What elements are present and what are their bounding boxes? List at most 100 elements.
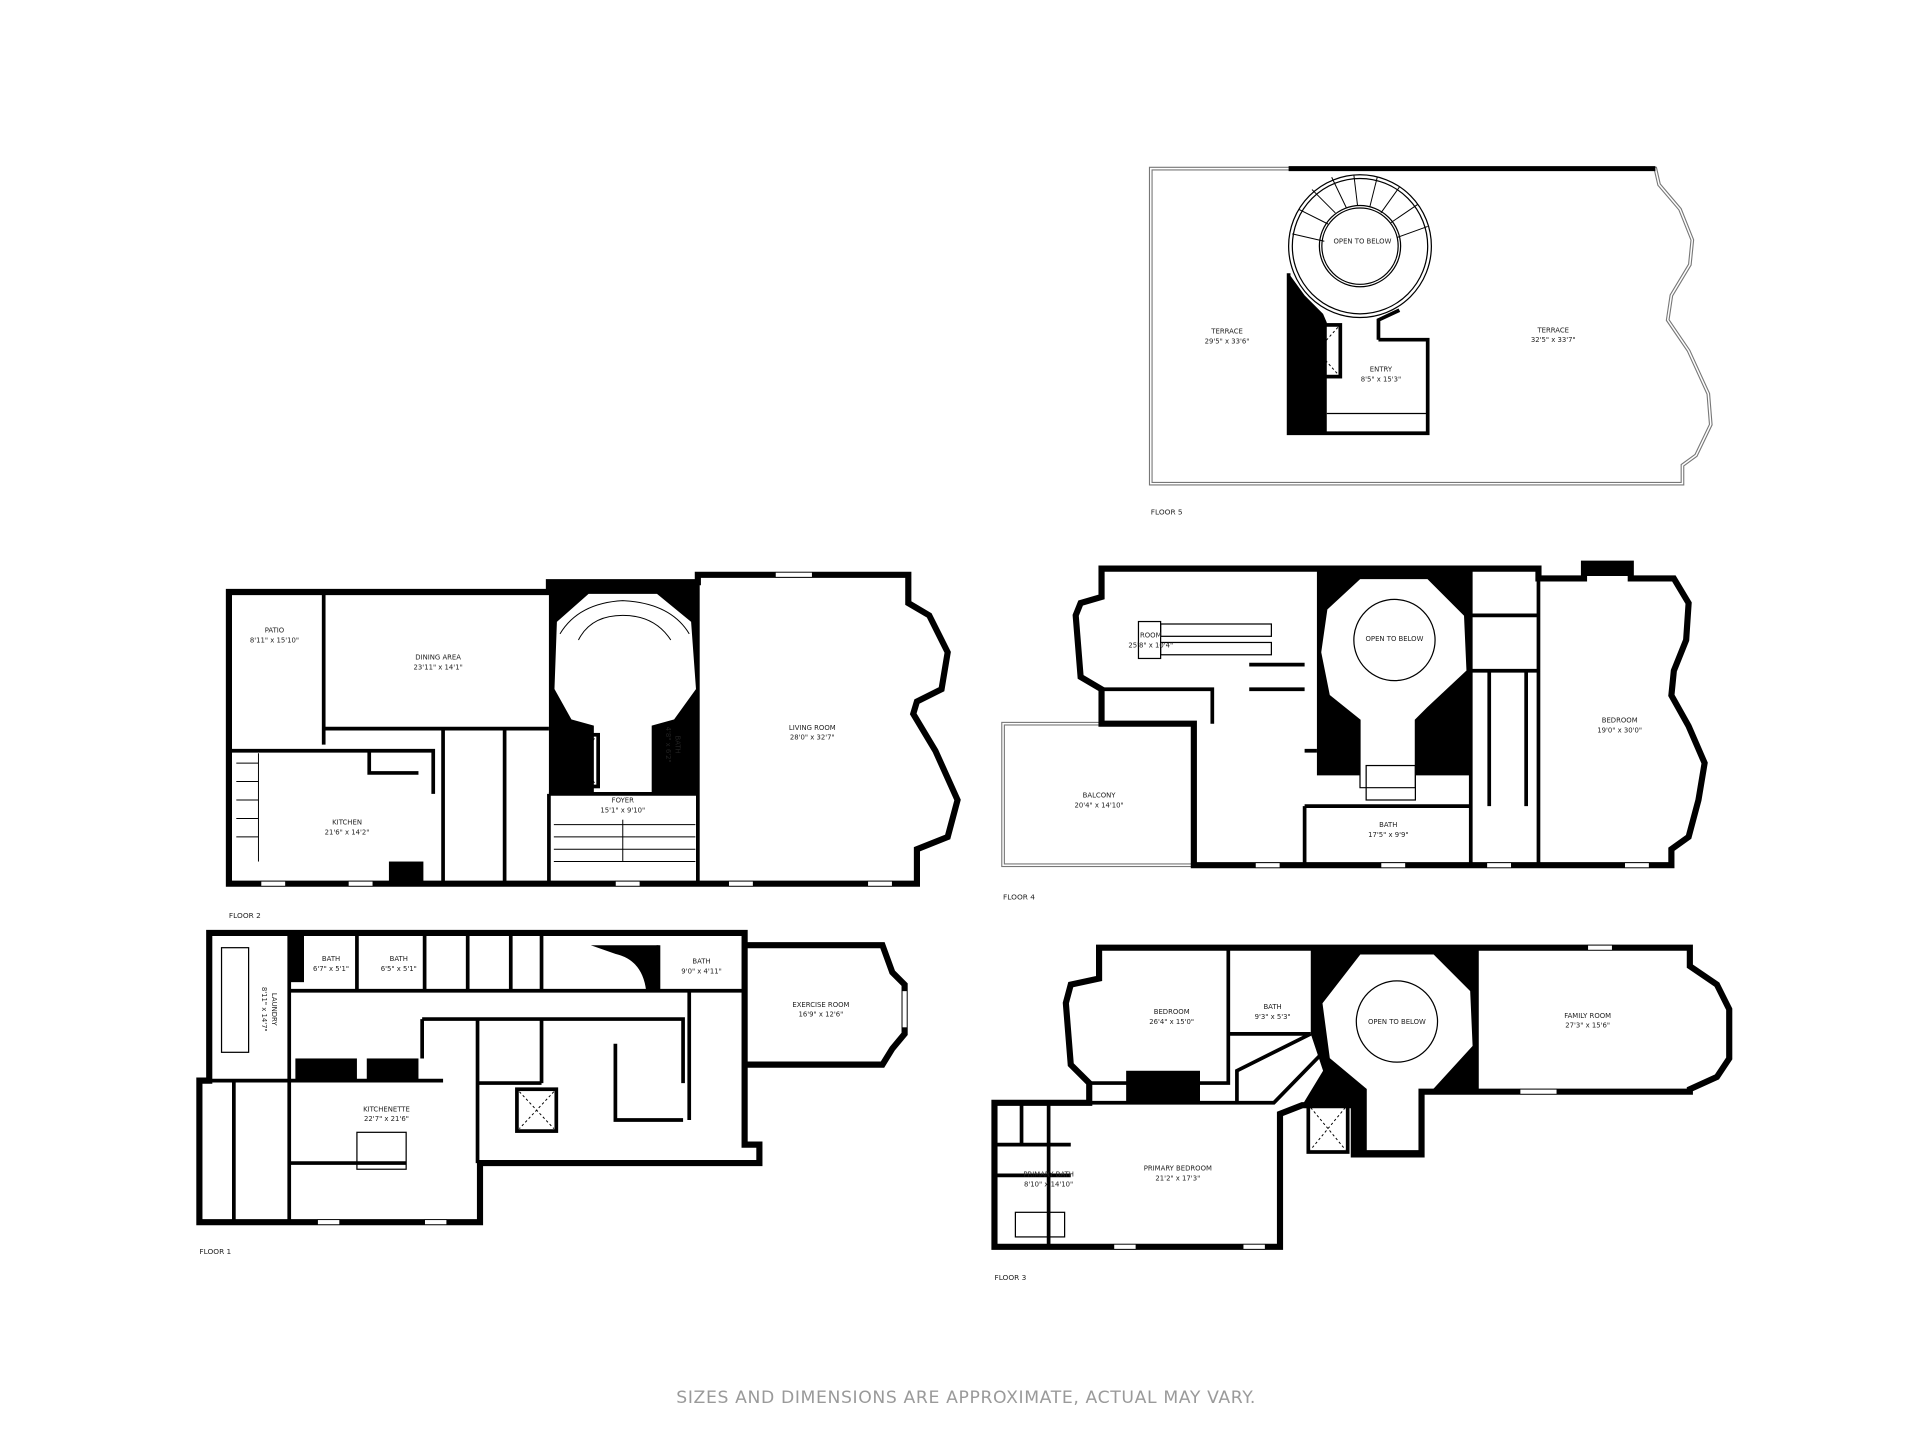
svg-text:22'7" x 21'6": 22'7" x 21'6"	[364, 1115, 409, 1123]
room-label: BATH 9'3" x 5'3"	[1255, 1003, 1291, 1021]
windows	[1255, 862, 1650, 869]
open-to-below-void	[1318, 204, 1402, 288]
elevator	[515, 1087, 559, 1133]
svg-text:25'8" x 10'4": 25'8" x 10'4"	[1128, 641, 1173, 649]
floor-label: FLOOR 2	[229, 911, 261, 920]
svg-text:23'11" x 14'1": 23'11" x 14'1"	[414, 664, 463, 672]
svg-text:9'0" x 4'11": 9'0" x 4'11"	[681, 968, 721, 976]
svg-text:PATIO: PATIO	[265, 627, 285, 635]
svg-text:19'0" x 30'0": 19'0" x 30'0"	[1597, 726, 1642, 734]
room-label: DINING AREA 23'11" x 14'1"	[414, 654, 463, 672]
open-to-below-void	[1355, 980, 1439, 1063]
room-label: FOYER 15'1" x 9'10"	[600, 796, 645, 814]
svg-text:28'0" x 32'7": 28'0" x 32'7"	[790, 734, 835, 742]
room-label: BATH 6'5" x 5'1"	[381, 955, 417, 973]
exterior-stair	[236, 753, 259, 862]
floor-5-plan: TERRACE 29'5" x 33'6" OPEN TO BELOW ENTR…	[1148, 166, 1713, 516]
room-label: EXERCISE ROOM 16'9" x 12'6"	[792, 1001, 849, 1019]
room-label: LIVING ROOM 28'0" x 32'7"	[789, 724, 836, 742]
svg-text:TERRACE: TERRACE	[1210, 328, 1243, 336]
svg-text:BALCONY: BALCONY	[1083, 792, 1117, 800]
room-label: TERRACE 32'5" x 33'7"	[1531, 326, 1576, 344]
room-label: OPEN TO BELOW	[1334, 238, 1392, 246]
open-to-below-void	[1353, 598, 1436, 682]
svg-text:FAMILY ROOM: FAMILY ROOM	[1564, 1012, 1611, 1020]
svg-text:17'5" x 9'9": 17'5" x 9'9"	[1368, 831, 1408, 839]
windows	[317, 990, 908, 1225]
svg-text:8'11" x 15'10": 8'11" x 15'10"	[250, 636, 299, 644]
floor-label: FLOOR 5	[1151, 507, 1183, 516]
svg-text:FOYER: FOYER	[612, 796, 635, 804]
svg-text:LAUNDRY: LAUNDRY	[270, 993, 278, 1026]
svg-text:6'7" x 5'1": 6'7" x 5'1"	[313, 965, 349, 973]
windows	[260, 571, 893, 887]
svg-text:8'11" x 14'7": 8'11" x 14'7"	[260, 987, 268, 1032]
room-label: BEDROOM 19'0" x 30'0"	[1597, 716, 1642, 734]
svg-text:DINING AREA: DINING AREA	[415, 654, 461, 662]
toilet-icon	[1294, 410, 1316, 427]
svg-text:21'6" x 14'2": 21'6" x 14'2"	[325, 828, 370, 836]
svg-text:BATH: BATH	[674, 735, 682, 753]
bathtub-icon	[1014, 1211, 1066, 1238]
room-label: OPEN TO BELOW	[1366, 635, 1424, 643]
svg-text:16'9" x 12'6": 16'9" x 12'6"	[799, 1011, 844, 1019]
stair-treads	[1292, 174, 1428, 242]
svg-text:KITCHENETTE: KITCHENETTE	[363, 1105, 410, 1113]
svg-text:EXERCISE ROOM: EXERCISE ROOM	[792, 1001, 849, 1009]
svg-text:LIVING ROOM: LIVING ROOM	[789, 724, 836, 732]
elevator	[554, 732, 600, 789]
svg-text:KITCHEN: KITCHEN	[332, 819, 362, 827]
svg-text:BEDROOM: BEDROOM	[1154, 1008, 1190, 1016]
svg-text:PRIMARY BATH: PRIMARY BATH	[1023, 1171, 1074, 1179]
svg-text:6'5" x 5'1": 6'5" x 5'1"	[381, 965, 417, 973]
floor-label: FLOOR 4	[1003, 893, 1035, 902]
svg-text:BATH: BATH	[1379, 821, 1397, 829]
svg-text:BEDROOM: BEDROOM	[1602, 716, 1638, 724]
room-label: OPEN TO BELOW	[1368, 1018, 1426, 1026]
svg-text:20'4" x 14'10": 20'4" x 14'10"	[1074, 801, 1123, 809]
bathtub-icon	[1365, 764, 1417, 801]
floor-label: FLOOR 3	[994, 1273, 1026, 1282]
svg-text:26'4" x 15'0": 26'4" x 15'0"	[1149, 1018, 1194, 1026]
room-label: BATH 17'5" x 9'9"	[1368, 821, 1408, 839]
svg-text:15'1" x 9'10": 15'1" x 9'10"	[600, 806, 645, 814]
svg-text:8'5" x 15'3": 8'5" x 15'3"	[1361, 376, 1401, 384]
svg-text:BATH: BATH	[322, 955, 340, 963]
svg-text:TERRACE: TERRACE	[1536, 326, 1569, 334]
sink-icon	[1294, 383, 1317, 406]
room-label: FAMILY ROOM 27'3" x 15'6"	[1564, 1012, 1611, 1030]
core-wall	[1288, 273, 1327, 434]
svg-text:4'8" x 6'2": 4'8" x 6'2"	[664, 727, 672, 763]
spiral-stair	[1288, 174, 1432, 319]
elevator	[1291, 323, 1343, 379]
svg-text:21'2" x 17'3": 21'2" x 17'3"	[1155, 1174, 1200, 1182]
windows	[1113, 944, 1613, 1250]
elevator	[1321, 718, 1356, 765]
kitchen-island	[356, 1131, 407, 1170]
svg-text:ROOM: ROOM	[1140, 632, 1162, 640]
terrace-outline	[1148, 166, 1713, 486]
svg-text:9'3" x 5'3": 9'3" x 5'3"	[1255, 1013, 1291, 1021]
svg-text:BATH: BATH	[1263, 1003, 1281, 1011]
svg-text:8'10" x 14'10": 8'10" x 14'10"	[1024, 1180, 1073, 1188]
svg-text:BATH: BATH	[390, 955, 408, 963]
floor-3-plan: BEDROOM 26'4" x 15'0" BATH 9'3" x 5'3" OPE…	[991, 944, 1733, 1282]
svg-text:27'3" x 15'6": 27'3" x 15'6"	[1565, 1022, 1610, 1030]
disclaimer-footer: SIZES AND DIMENSIONS ARE APPROXIMATE, AC…	[676, 1388, 1256, 1408]
room-label: BATH 6'7" x 5'1"	[313, 955, 349, 973]
svg-text:29'5" x 33'6": 29'5" x 33'6"	[1205, 337, 1250, 345]
svg-text:32'5" x 33'7": 32'5" x 33'7"	[1531, 336, 1576, 344]
